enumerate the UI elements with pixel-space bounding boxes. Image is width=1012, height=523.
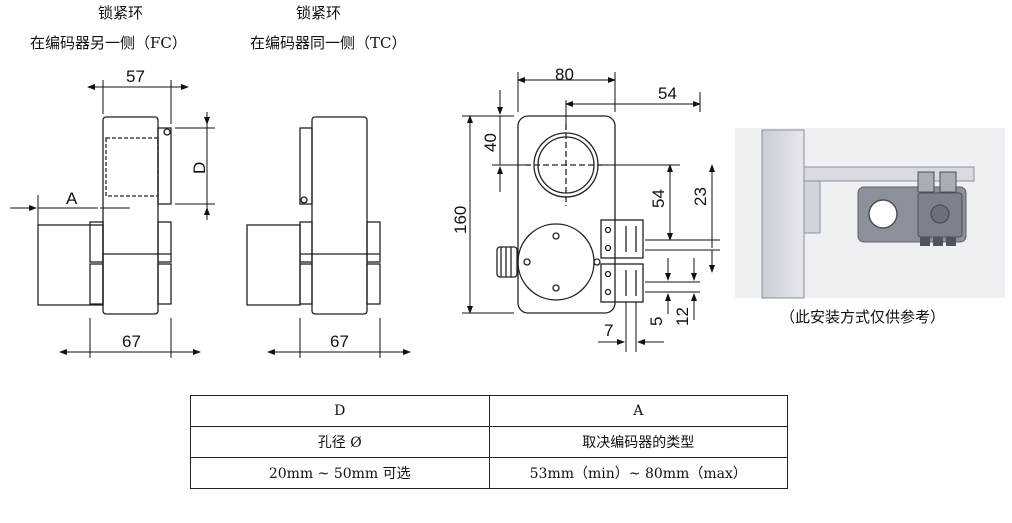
table-header-a: A [488,395,788,427]
bracket-upper [600,219,644,259]
tc-dim-bottom-width: 67 [330,332,349,351]
mounting-illustration [735,128,1005,299]
fc-lock-ring-hidden [105,137,159,197]
front-dimensions [462,72,720,352]
fc-housing [102,116,159,315]
tc-housing [311,116,368,315]
mounting-photo-caption: （此安装方式仅供参考） [780,308,946,326]
fc-dim-bottom-width: 67 [122,332,141,351]
spec-table: D A 孔径 Ø 取决编码器的类型 20mm ~ 50mm 可选 53mm（mi… [190,395,788,489]
front-dim-height: 160 [451,206,470,234]
bracket-lower [600,263,644,303]
front-dim-width: 80 [555,65,574,84]
fc-encoder-body [37,224,104,306]
fc-caption-title: 锁紧环 [98,4,144,22]
fc-dim-shaft: A [66,189,78,208]
front-dim-hole: 40 [481,133,500,152]
tc-side-view [246,116,381,315]
table-row: 20mm ~ 50mm 可选 53mm（min）~ 80mm（max） [190,457,788,489]
tc-dimensions [267,318,411,358]
table-row: D A [190,395,788,427]
front-dim-bracket-h: 7 [604,321,613,340]
fc-lock-ring [157,127,172,205]
tc-screw [300,196,308,204]
front-dim-small-v2: 12 [673,307,692,326]
table-cell: 取决编码器的类型 [488,426,788,458]
front-dim-bracket-v2: 23 [691,187,710,206]
cable-gland [496,246,518,278]
fc-caption-subtitle: 在编码器另一侧（FC） [30,34,187,52]
front-dim-bracket-v1: 54 [649,189,668,208]
table-cell: 53mm（min）~ 80mm（max） [488,457,788,489]
table-cell: 20mm ~ 50mm 可选 [190,457,490,489]
tc-caption-subtitle: 在编码器同一侧（TC） [250,34,407,52]
fc-side-view [37,116,172,315]
table-cell: 孔径 Ø [190,426,490,458]
mounting-wall [761,129,805,299]
fc-dim-top-width: 57 [126,67,145,86]
front-dim-offset: 54 [658,84,677,103]
tc-lock-ring [299,127,313,205]
technical-drawing: 57 D A 67 67 [10,65,1005,358]
table-row: 孔径 Ø 取决编码器的类型 [190,426,788,458]
tc-encoder-body [246,224,301,306]
front-view [496,115,644,314]
fc-dimensions [10,80,215,358]
front-dim-small-v1: 5 [647,317,666,326]
fc-screw [163,128,171,136]
fc-dim-bore: D [190,162,209,174]
tc-caption-title: 锁紧环 [296,4,342,22]
table-header-d: D [190,395,490,427]
